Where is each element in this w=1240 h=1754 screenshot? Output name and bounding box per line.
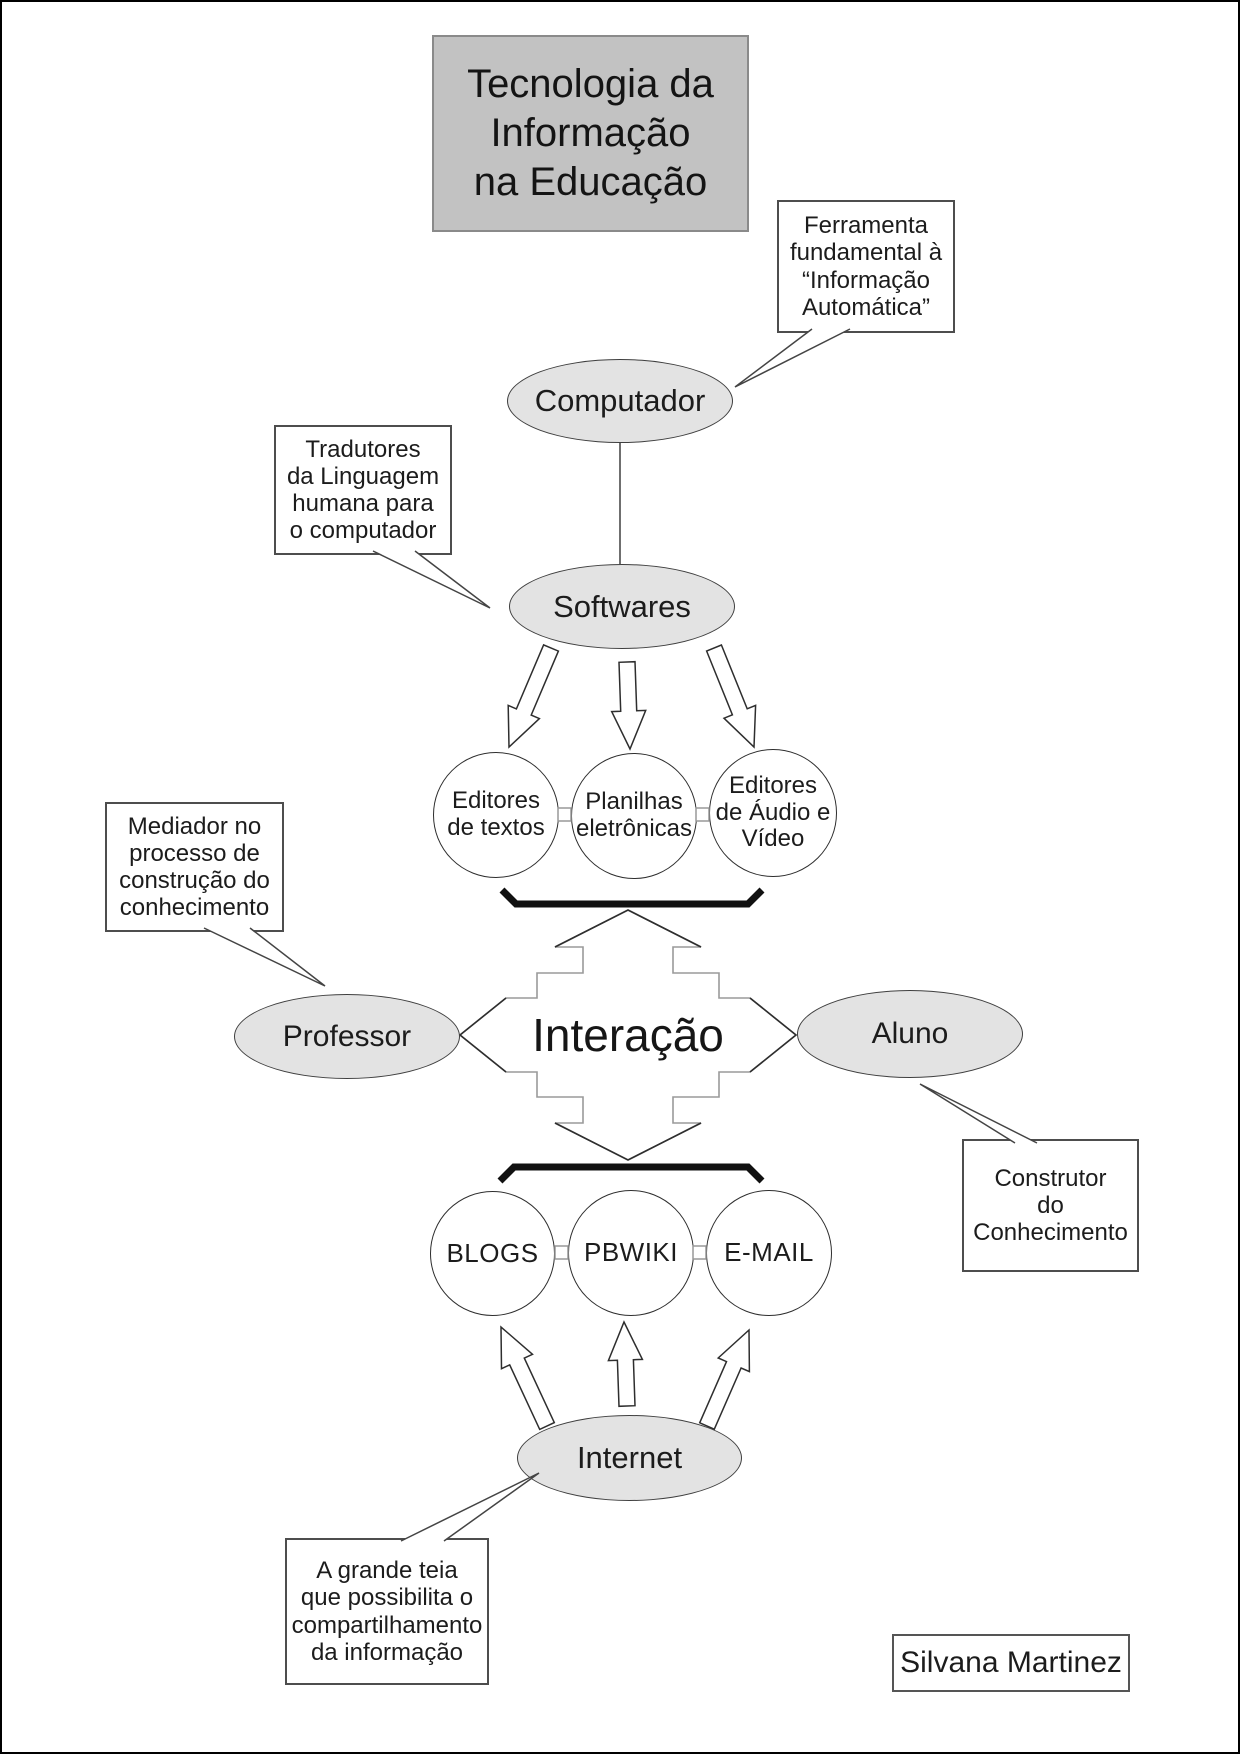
node-email: E-MAIL [706,1190,832,1316]
arrow-softwares-to-editores-av [705,644,757,749]
connector-square-textos-planilhas [557,807,572,822]
node-blogs: BLOGS [430,1191,555,1316]
node-professor: Professor [234,994,460,1079]
node-aluno: Aluno [797,990,1023,1078]
arrow-internet-to-blogs [500,1325,556,1431]
callout-mediador: Mediador no processo de construção do co… [105,802,284,932]
node-pbwiki: PBWIKI [568,1190,694,1316]
tail-mediador [203,927,326,987]
node-interacao-label: Interação [532,1009,724,1061]
connector-square-planilhas-av [695,807,710,822]
arrow-softwares-to-editores-textos [507,643,560,749]
tail-grande-teia [400,1472,540,1542]
tail-tradutores [372,550,491,609]
connector-square-pbwiki-email [692,1245,707,1260]
author-box: Silvana Martinez [892,1634,1130,1692]
node-planilhas-eletronicas: Planilhas eletrônicas [571,753,697,879]
arrow-internet-to-email [698,1328,751,1431]
title-box: Tecnologia da Informação na Educação [432,35,749,232]
arrow-softwares-to-planilhas [610,660,647,751]
tail-construtor [919,1083,1038,1144]
node-editores-de-textos: Editores de textos [433,752,559,878]
tail-ferramenta [734,328,851,388]
bracket-tools-top-row [499,887,765,908]
callout-ferramenta: Ferramenta fundamental à “Informação Aut… [777,200,955,333]
node-computador: Computador [507,359,733,443]
node-softwares: Softwares [509,564,735,649]
quad-arrow-head-up [554,909,702,948]
callout-tradutores: Tradutores da Linguagem humana para o co… [274,425,452,555]
arrow-internet-to-pbwiki [607,1320,644,1408]
quad-arrow-head-down [554,1122,702,1161]
node-internet: Internet [517,1415,742,1501]
callout-grande-teia: A grande teia que possibilita o comparti… [285,1538,489,1685]
bracket-tools-bottom-row [497,1163,765,1184]
connector-square-blogs-pbwiki [554,1245,569,1260]
callout-construtor: Construtor do Conhecimento [962,1139,1139,1272]
node-editores-audio-video: Editores de Áudio e Vídeo [709,749,837,877]
